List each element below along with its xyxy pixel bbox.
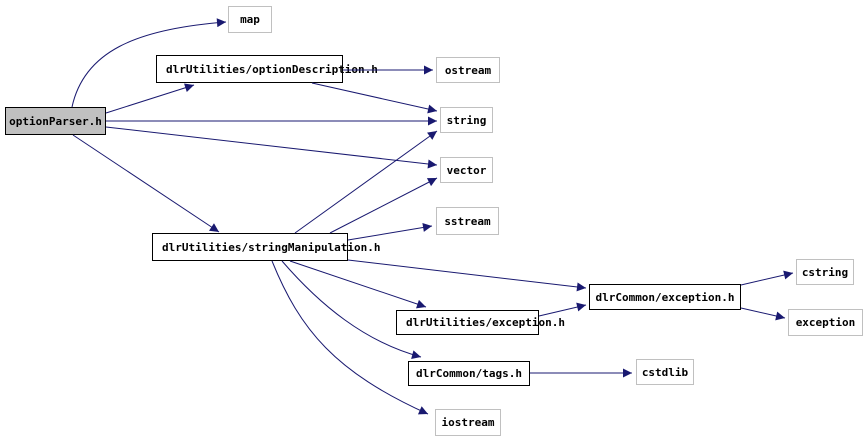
node-label: cstdlib	[641, 365, 689, 379]
node-label: vector	[446, 163, 487, 177]
node-vector: vector	[440, 157, 493, 183]
node-tags[interactable]: dlrCommon/tags.h	[408, 361, 530, 386]
node-label: dlrCommon/tags.h	[416, 367, 522, 380]
node-stringManipulation[interactable]: dlrUtilities/stringManipulation.h	[152, 233, 381, 261]
edge-optionParser-to-vector	[105, 126, 438, 169]
node-exception: exception	[788, 309, 863, 336]
node-ostream: ostream	[436, 57, 500, 83]
node-label: dlrCommon/exception.h	[595, 290, 735, 304]
edge-stringManipulation-to-dlrUtilException	[289, 260, 427, 309]
node-cstdlib: cstdlib	[636, 359, 694, 385]
edge-stringManipulation-to-tags	[281, 260, 422, 360]
node-optionDescription[interactable]: dlrUtilities/optionDescription.h	[156, 55, 378, 83]
edge-dlrCommonException-to-cstring	[740, 270, 794, 286]
edge-dlrUtilException-to-dlrCommonException	[538, 302, 587, 317]
node-label: exception	[795, 316, 856, 329]
node-label: optionParser.h	[9, 114, 102, 128]
edge-stringManipulation-to-dlrCommonException	[347, 259, 587, 292]
node-label: map	[240, 13, 260, 26]
node-label: dlrUtilities/stringManipulation.h	[162, 240, 381, 254]
node-label: string	[446, 113, 487, 127]
node-label: dlrUtilities/exception.h	[406, 316, 565, 329]
node-label: sstream	[444, 214, 491, 228]
node-optionParser: optionParser.h	[5, 107, 106, 135]
edge-optionParser-to-stringManipulation	[72, 134, 220, 233]
node-label: iostream	[441, 416, 495, 429]
edge-dlrCommonException-to-exception	[740, 307, 786, 321]
node-cstring: cstring	[796, 259, 854, 285]
node-dlrCommonException[interactable]: dlrCommon/exception.h	[589, 284, 741, 310]
node-label: dlrUtilities/optionDescription.h	[166, 62, 378, 76]
edge-stringManipulation-to-string	[294, 130, 438, 234]
edge-stringManipulation-to-vector	[329, 177, 438, 234]
node-label: cstring	[801, 265, 849, 279]
node-label: ostream	[444, 63, 492, 77]
node-sstream: sstream	[436, 207, 499, 235]
edge-stringManipulation-to-iostream	[271, 260, 429, 415]
node-map: map	[228, 6, 272, 33]
edge-stringManipulation-to-sstream	[347, 223, 433, 241]
node-string: string	[440, 107, 493, 133]
node-iostream: iostream	[435, 409, 501, 436]
edge-optionParser-to-optionDescription	[105, 83, 195, 114]
node-dlrUtilException[interactable]: dlrUtilities/exception.h	[396, 310, 565, 335]
edge-optionDescription-to-string	[311, 82, 438, 114]
